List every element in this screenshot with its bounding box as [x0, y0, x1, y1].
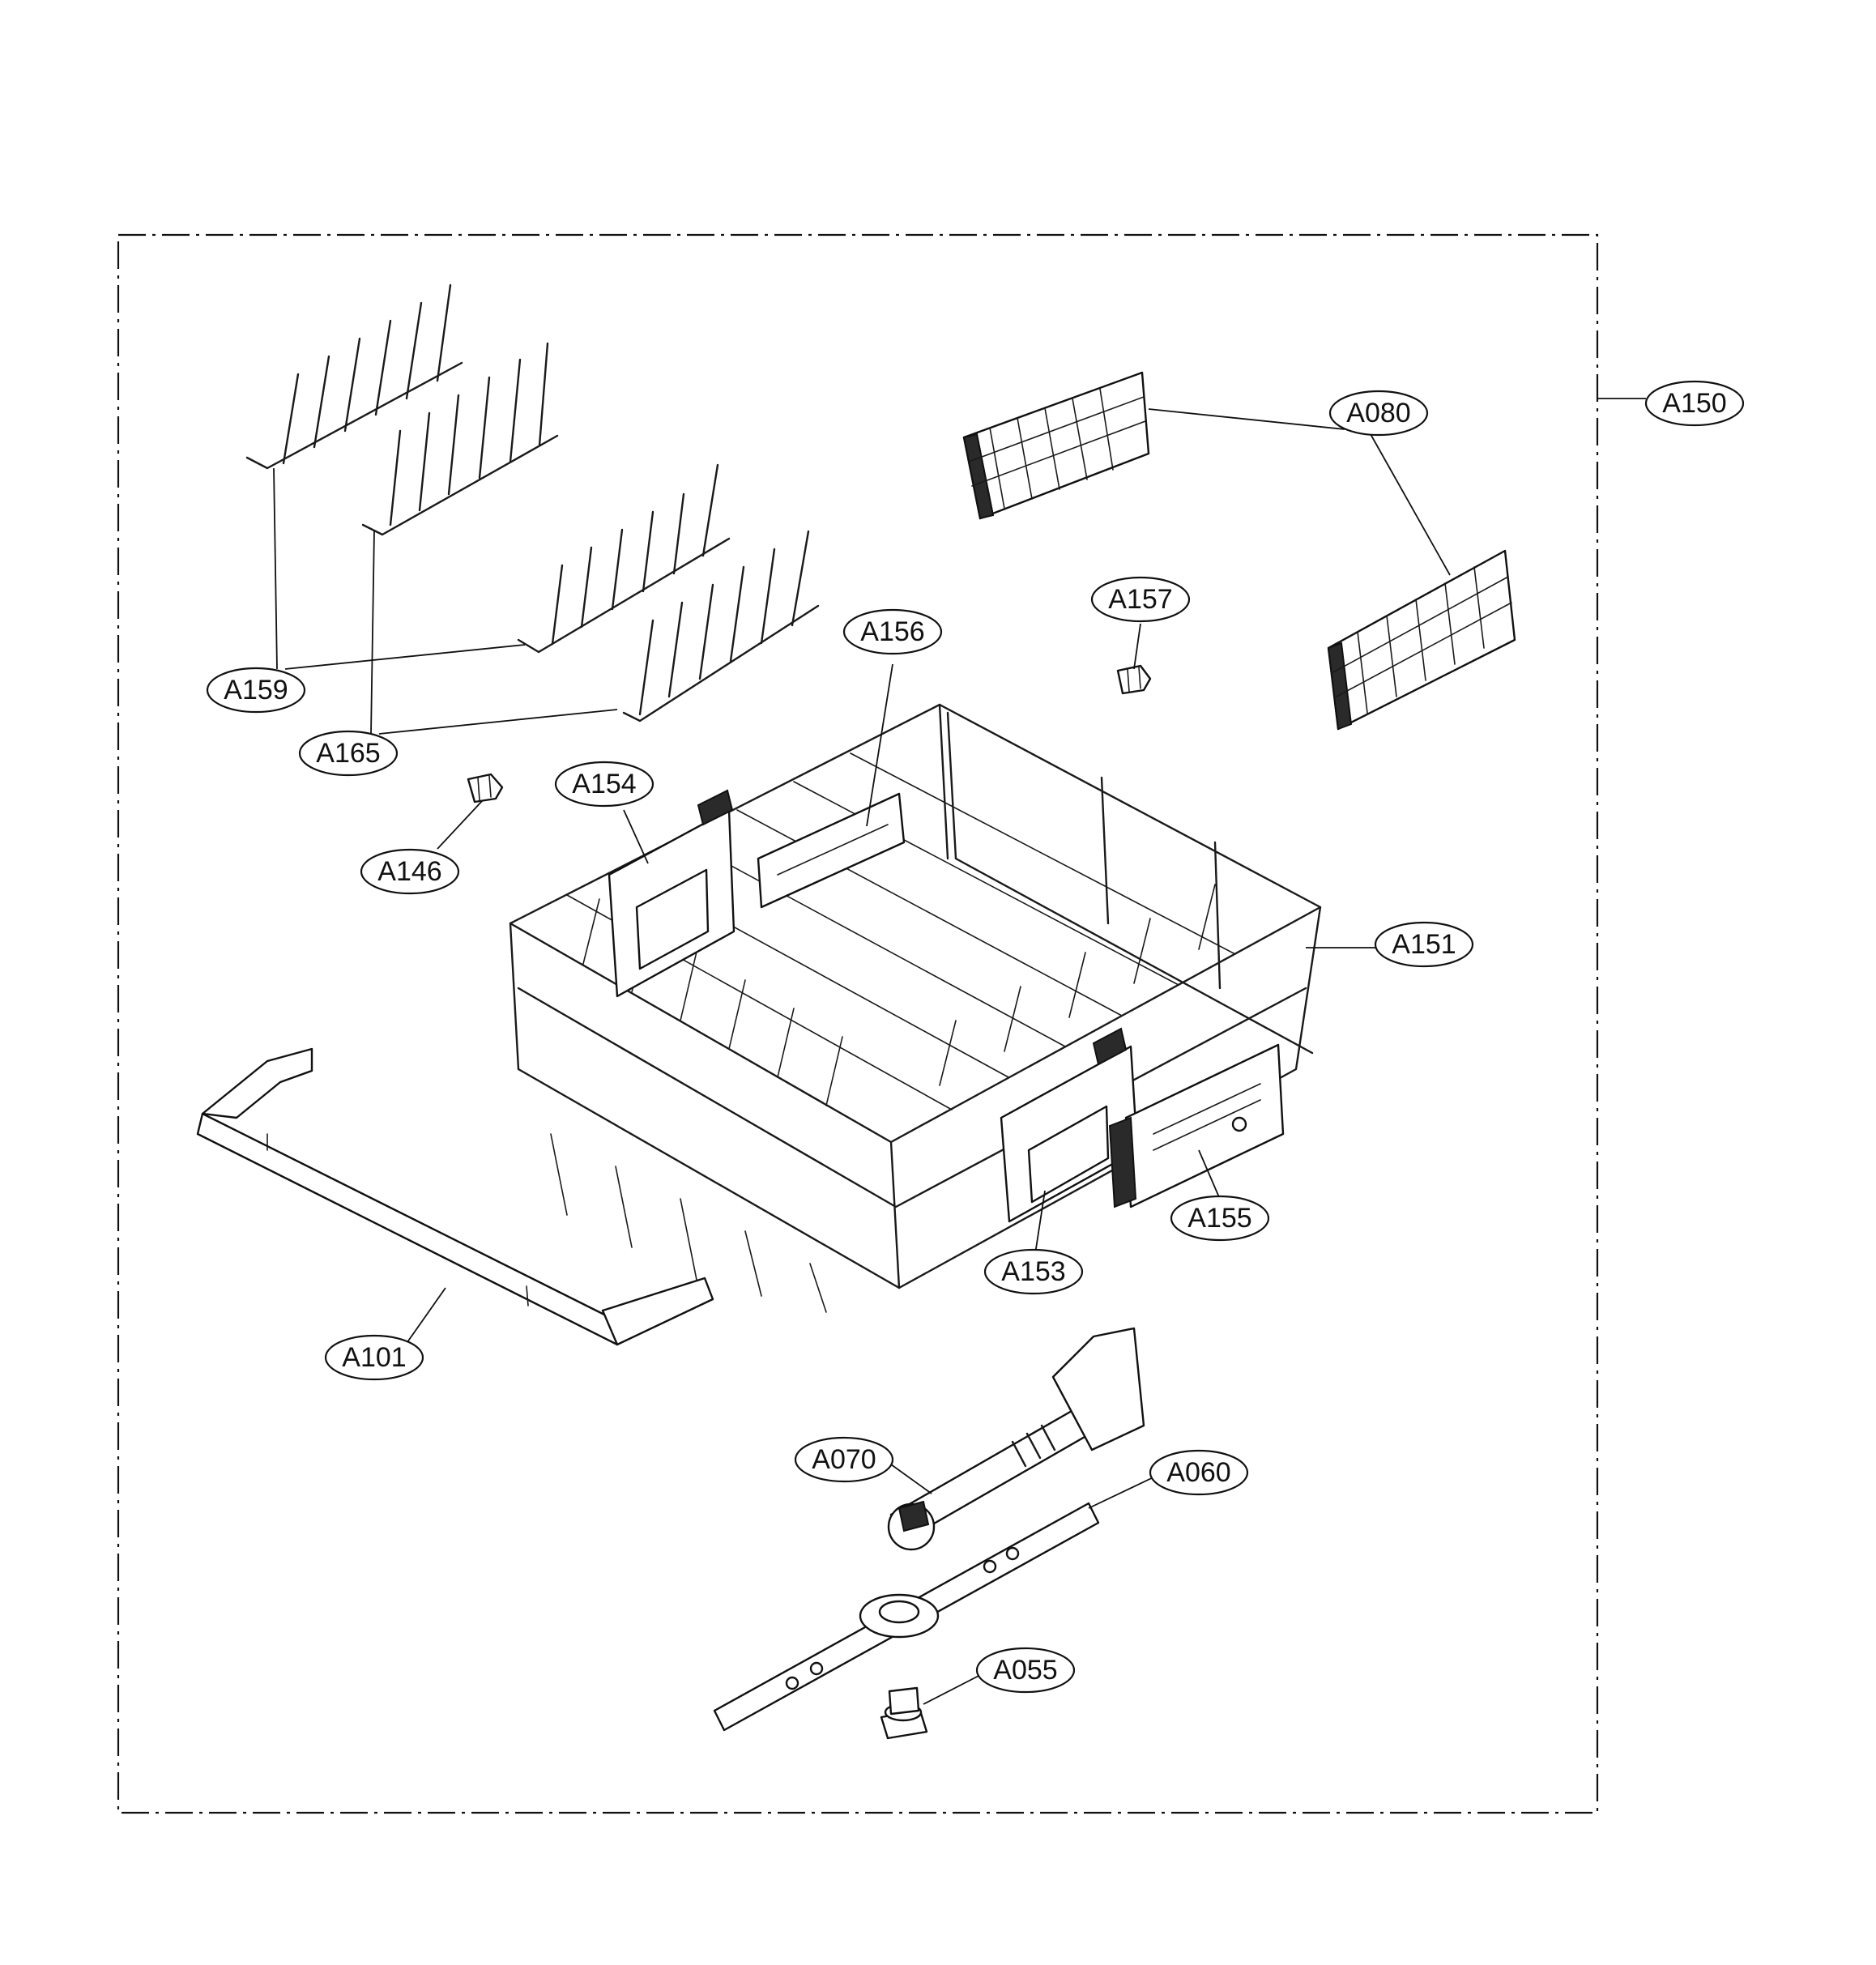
callout-a157-label: A157	[1108, 584, 1172, 615]
tine-holder-a080-lower	[1327, 549, 1516, 731]
tine-row-a159-upper	[245, 283, 463, 470]
callout-a080-label: A080	[1346, 398, 1410, 428]
callout-a146-label: A146	[377, 856, 441, 887]
leader-a070	[890, 1464, 932, 1494]
callout-a055: A055	[975, 1647, 1076, 1694]
callout-a150: A150	[1644, 380, 1745, 427]
leader-a153	[1034, 1190, 1046, 1255]
leader-a146	[437, 799, 484, 850]
rack-adjuster-a153	[1000, 1027, 1139, 1223]
rack-clip-a157	[1116, 664, 1152, 695]
tine-holder-a080-upper	[962, 371, 1150, 520]
rack-adjuster-a155	[1108, 1043, 1285, 1208]
callout-a070: A070	[794, 1436, 894, 1483]
callout-a101-label: A101	[342, 1342, 406, 1373]
tine-row-a165-upper	[361, 342, 559, 536]
callout-a060: A060	[1149, 1449, 1249, 1496]
leader-a080-2	[1370, 433, 1451, 576]
callout-a154: A154	[554, 761, 654, 808]
spray-arm-nut-a055	[880, 1686, 928, 1740]
leader-a060	[1088, 1473, 1161, 1509]
callout-a159: A159	[206, 667, 306, 714]
leader-a165-1	[370, 530, 375, 735]
callout-a165: A165	[298, 730, 399, 777]
rack-clip-a146	[467, 773, 504, 803]
callout-a153-label: A153	[1001, 1256, 1065, 1287]
leader-a101	[403, 1287, 446, 1349]
callout-a154-label: A154	[572, 769, 636, 799]
assembly-boundary-frame	[117, 233, 1599, 1814]
callout-a080: A080	[1328, 390, 1429, 437]
callout-a156-label: A156	[860, 616, 924, 647]
callout-a157: A157	[1090, 576, 1191, 623]
tine-row-a165-lower	[622, 530, 820, 722]
callout-a156: A156	[842, 608, 943, 655]
spray-arm-a060	[713, 1502, 1100, 1732]
spray-conduit-a070	[887, 1327, 1145, 1551]
rack-adjuster-a154	[608, 789, 735, 998]
leader-a157	[1133, 623, 1141, 670]
leader-a055	[923, 1673, 984, 1705]
tine-row-a159-lower	[517, 463, 731, 654]
callout-a155: A155	[1170, 1195, 1270, 1242]
callout-a153: A153	[983, 1248, 1084, 1295]
callout-a155-label: A155	[1187, 1203, 1251, 1234]
callout-a151-label: A151	[1392, 929, 1456, 960]
leader-a159-2	[284, 644, 526, 670]
callout-a165-label: A165	[316, 738, 380, 769]
leader-a155	[1198, 1149, 1220, 1198]
leader-a154	[623, 809, 649, 864]
rack-handle-a101	[196, 1047, 714, 1346]
callout-a146: A146	[360, 848, 460, 895]
rack-rail-a156	[757, 792, 906, 909]
callout-a055-label: A055	[993, 1655, 1057, 1686]
leader-a159-1	[273, 467, 278, 670]
callout-a101: A101	[324, 1334, 424, 1381]
leader-a080-1	[1148, 408, 1345, 430]
leader-a156	[866, 663, 893, 827]
callout-a060-label: A060	[1166, 1457, 1230, 1488]
callout-a159-label: A159	[224, 675, 288, 705]
callout-a151: A151	[1374, 921, 1474, 968]
callout-a150-label: A150	[1662, 388, 1726, 419]
leader-a165-2	[378, 709, 618, 735]
callout-a070-label: A070	[812, 1444, 876, 1475]
upper-rack-a151	[509, 703, 1322, 1313]
